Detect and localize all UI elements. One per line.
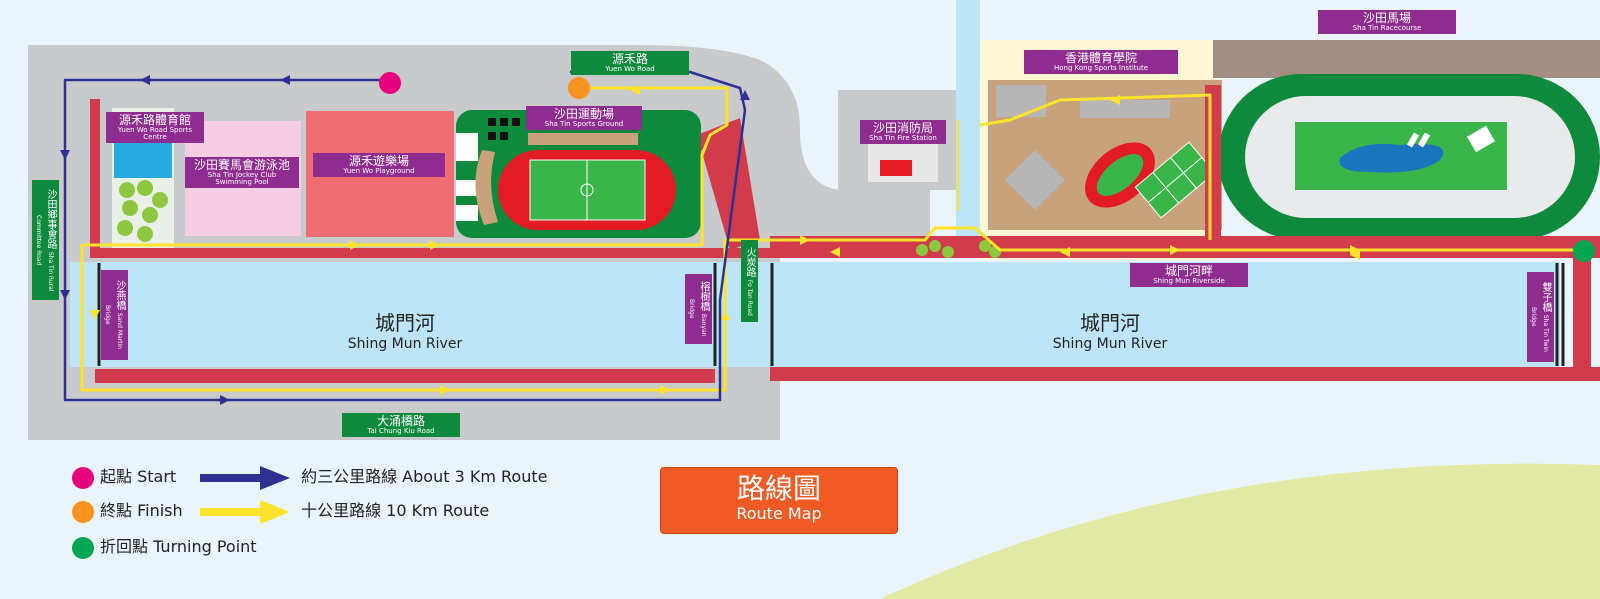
trees bbox=[916, 240, 1001, 258]
hksi-building bbox=[1005, 150, 1065, 210]
nullah-water bbox=[956, 0, 980, 255]
racecourse-building bbox=[1406, 132, 1420, 148]
bridge-twin: 雙子橋 Sha Tin Twin Bridge bbox=[1527, 272, 1554, 362]
legend-turning: 折回點 Turning Point bbox=[72, 533, 257, 559]
river-west bbox=[70, 262, 780, 367]
hksi-building bbox=[1080, 100, 1170, 118]
path-east-end bbox=[1573, 236, 1591, 371]
legend-start: 起點 Start bbox=[72, 463, 176, 489]
legend-route-10km: 十公里路線 10 Km Route bbox=[200, 497, 489, 524]
finish-dot-icon bbox=[72, 500, 94, 523]
field-circle bbox=[580, 183, 594, 197]
path-riverside bbox=[770, 236, 1600, 258]
route-10km-arrows bbox=[90, 85, 1360, 395]
racecourse-building bbox=[1417, 132, 1431, 148]
legend-finish: 終點 Finish bbox=[72, 497, 183, 523]
sports-ground-seats bbox=[488, 118, 520, 140]
hksi-building bbox=[996, 85, 1046, 117]
route-10km bbox=[80, 86, 1590, 392]
finish-marker bbox=[568, 77, 590, 99]
bridges bbox=[97, 263, 1565, 366]
start-marker bbox=[379, 72, 401, 94]
trees bbox=[117, 180, 168, 242]
yellow-arrow-icon bbox=[200, 499, 290, 524]
green-hill bbox=[880, 463, 1600, 599]
path-south-bank-east bbox=[770, 367, 1600, 381]
hksi-field bbox=[1096, 154, 1144, 196]
path-hksi bbox=[1205, 85, 1221, 245]
start-dot-icon bbox=[72, 466, 94, 489]
road-rural-committee: 沙田鄉事會路 Sha Tin Rural Committee Road bbox=[32, 180, 59, 300]
sports-ground-building bbox=[456, 180, 478, 196]
legend-route-3km: 約三公里路線 About 3 Km Route bbox=[200, 463, 547, 490]
fire-engine-icon bbox=[880, 160, 912, 176]
racecourse-building bbox=[1466, 125, 1496, 153]
path-south-bank-west bbox=[95, 369, 715, 383]
hksi-tennis-courts bbox=[1134, 141, 1216, 219]
turning-dot-icon bbox=[72, 536, 94, 559]
route-3km-arrows bbox=[60, 75, 750, 405]
racecourse-stands bbox=[1213, 40, 1600, 78]
grandstand-west bbox=[475, 150, 498, 225]
bridge-sand-martin: 沙燕橋 Sand Martin Bridge bbox=[101, 270, 128, 360]
map-title: 路線圖 Route Map bbox=[660, 467, 898, 534]
racecourse-pond bbox=[1339, 143, 1444, 173]
route-3km bbox=[63, 70, 747, 402]
sports-ground-building bbox=[456, 133, 478, 161]
path-ramp bbox=[697, 118, 760, 250]
sports-ground-building bbox=[456, 205, 478, 221]
path-west bbox=[90, 99, 100, 257]
blue-arrow-icon bbox=[200, 465, 290, 490]
turning-point-marker bbox=[1573, 240, 1595, 262]
path-north-bank bbox=[90, 248, 780, 258]
grandstand bbox=[528, 133, 638, 145]
bridge-banyan: 榕樹橋 Banyan Bridge bbox=[685, 274, 712, 344]
road-fo-tan: 火炭路 Fo Tan Road bbox=[741, 240, 758, 322]
